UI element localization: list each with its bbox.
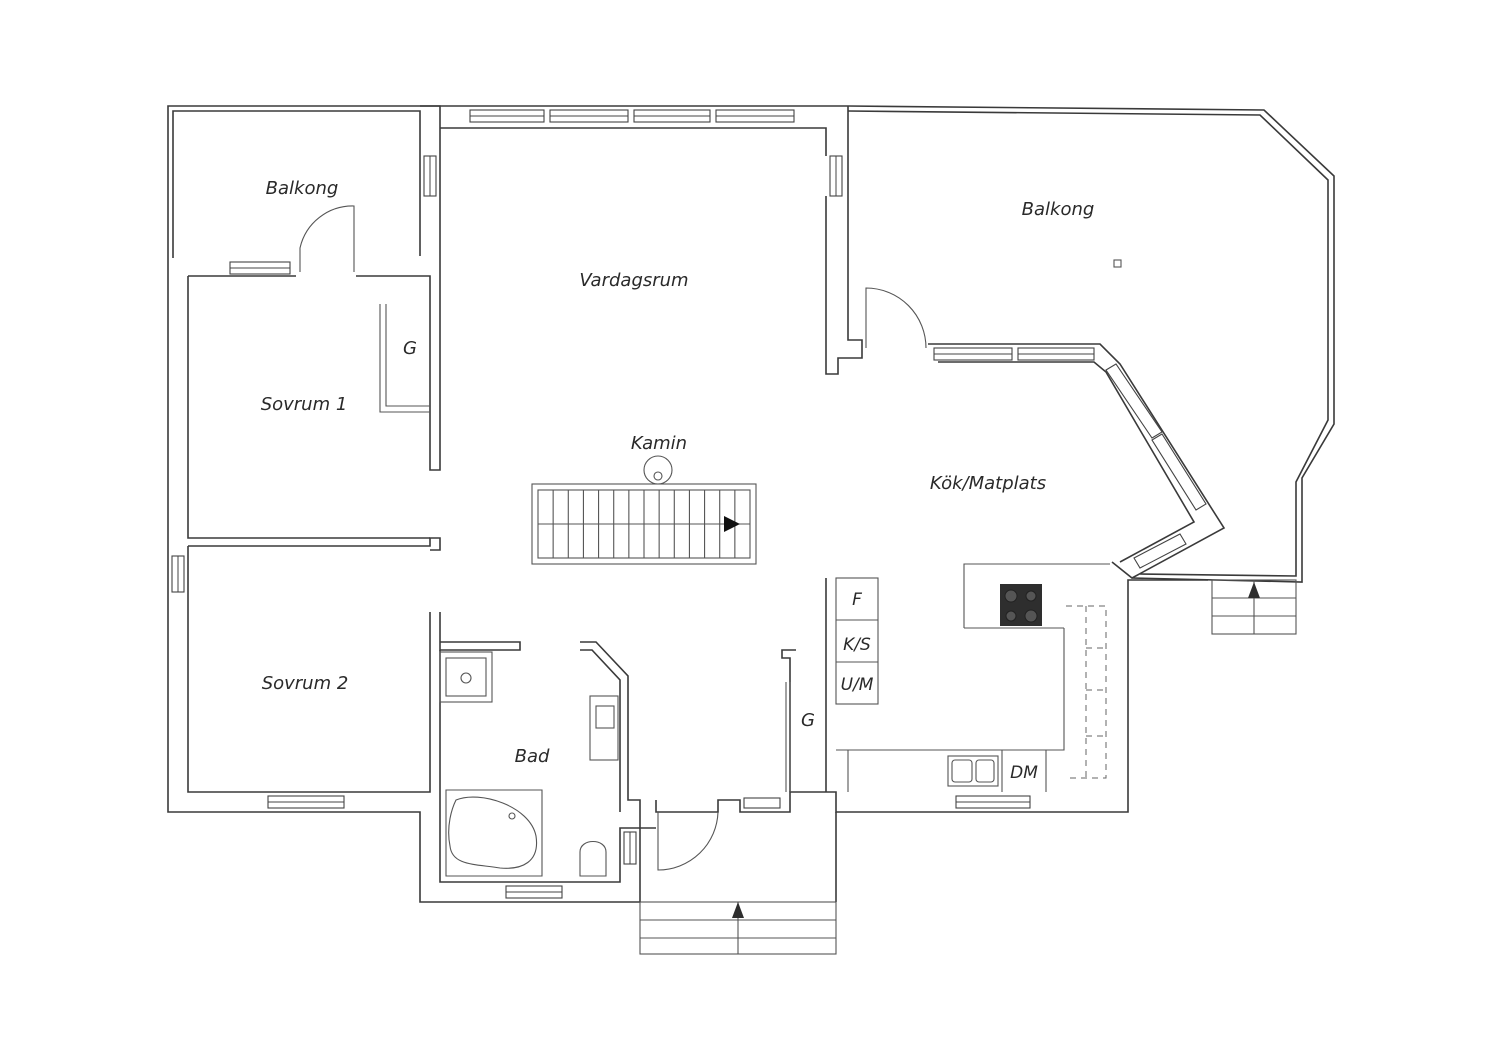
shower-icon — [439, 651, 493, 703]
fireplace — [643, 455, 673, 485]
wardrobes — [379, 304, 791, 792]
stair-outline — [531, 483, 757, 565]
left-balcony — [167, 105, 441, 258]
stair-arrow-icon — [724, 516, 740, 532]
toilet-icon — [579, 840, 607, 877]
doors — [299, 205, 927, 871]
staircase — [531, 483, 757, 565]
label-sovrum-2: Sovrum 2 — [262, 673, 349, 694]
sink-icon — [947, 755, 999, 787]
label-bad: Bad — [515, 746, 550, 767]
bathtub-icon — [445, 789, 543, 877]
room-labels: Balkong Balkong Vardagsrum Sovrum 1 Sovr… — [261, 178, 1095, 783]
label-garderob-hall: G — [801, 710, 815, 731]
arrow-up-icon — [732, 902, 744, 918]
washbasin-icon — [589, 695, 619, 761]
label-dishwasher: DM — [1010, 763, 1038, 783]
label-balkong-left: Balkong — [266, 178, 339, 199]
right-balcony — [847, 105, 1335, 583]
windows — [171, 109, 1207, 899]
label-freezer: K/S — [843, 635, 871, 655]
label-kamin: Kamin — [631, 433, 687, 454]
balcony-steps — [1211, 579, 1297, 635]
outer-walls — [167, 105, 1226, 903]
kitchen-fixtures — [835, 563, 1110, 792]
bathroom-fixtures — [439, 651, 619, 877]
arrow-up-icon — [1248, 582, 1260, 598]
label-fridge: F — [852, 590, 862, 610]
label-oven: U/M — [841, 675, 874, 695]
label-vardagsrum: Vardagsrum — [579, 270, 688, 291]
label-sovrum-1: Sovrum 1 — [261, 394, 348, 415]
entrance-steps — [639, 901, 837, 955]
label-garderob-sovrum1: G — [403, 338, 417, 359]
label-balkong-right: Balkong — [1022, 199, 1095, 220]
label-kok-matplats: Kök/Matplats — [930, 473, 1046, 494]
